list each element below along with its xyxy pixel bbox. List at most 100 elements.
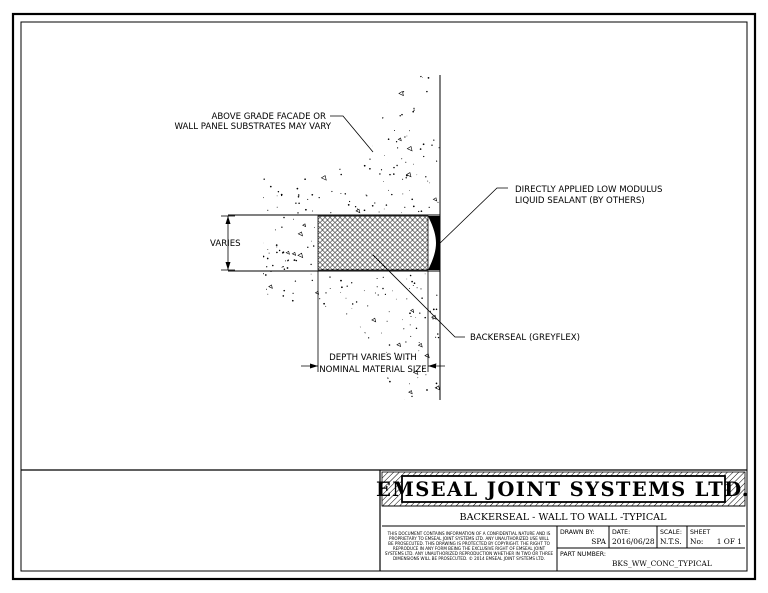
concrete-speckle xyxy=(423,155,425,158)
aggregate-mark xyxy=(297,252,304,259)
concrete-speckle xyxy=(425,176,427,178)
concrete-speckle xyxy=(401,212,402,214)
concrete-speckle xyxy=(293,159,296,162)
backerseal-foam xyxy=(317,215,429,271)
concrete-speckle xyxy=(289,101,291,103)
concrete-speckle xyxy=(312,210,313,212)
aggregate-mark xyxy=(275,378,280,383)
concrete-speckle xyxy=(371,204,374,207)
concrete-speckle xyxy=(396,164,398,167)
aggregate-mark xyxy=(434,385,440,391)
concrete-speckle xyxy=(421,297,423,299)
concrete-speckle xyxy=(402,178,404,180)
company-name: EMSEAL JOINT SYSTEMS LTD. xyxy=(376,478,750,501)
concrete-speckle xyxy=(276,246,278,248)
concrete-speckle xyxy=(325,388,327,390)
concrete-speckle xyxy=(422,401,424,403)
aggregate-mark xyxy=(267,133,273,139)
concrete-speckle xyxy=(432,308,435,311)
concrete-speckle xyxy=(372,381,374,383)
concrete-speckle xyxy=(409,324,411,326)
concrete-speckle xyxy=(304,178,306,181)
concrete-speckle xyxy=(263,349,264,350)
concrete-speckle xyxy=(409,130,410,132)
aggregate-mark xyxy=(275,89,281,95)
concrete-speckle xyxy=(393,173,395,175)
concrete-speckle xyxy=(310,273,312,275)
concrete-speckle xyxy=(273,339,276,341)
concrete-speckle xyxy=(410,335,412,337)
concrete-speckle xyxy=(419,312,421,314)
concrete-speckle xyxy=(376,286,378,288)
concrete-speckle xyxy=(382,276,384,278)
concrete-speckle xyxy=(331,127,333,129)
concrete-speckle xyxy=(275,87,277,90)
concrete-speckle xyxy=(356,208,358,210)
backerseal-callout: BACKERSEAL (GREYFLEX) xyxy=(470,333,580,343)
aggregate-mark xyxy=(320,175,327,181)
concrete-speckle xyxy=(436,294,438,296)
company-banner xyxy=(401,475,726,503)
concrete-speckle xyxy=(418,350,420,352)
concrete-speckle xyxy=(263,197,264,199)
concrete-speckle xyxy=(276,206,278,208)
concrete-speckle xyxy=(347,204,350,206)
concrete-speckle xyxy=(413,282,416,285)
concrete-speckle xyxy=(346,285,348,287)
concrete-speckle xyxy=(290,353,292,355)
concrete-speckle xyxy=(329,276,331,278)
concrete-speckle xyxy=(293,354,295,356)
aggregate-mark xyxy=(291,251,297,256)
concrete-speckle xyxy=(276,195,278,197)
concrete-speckle xyxy=(322,96,324,98)
drawn-by-label: DRAWN BY: xyxy=(560,529,594,536)
concrete-speckle xyxy=(281,334,283,337)
concrete-speckle xyxy=(325,292,327,294)
concrete-speckle xyxy=(340,173,342,176)
concrete-speckle xyxy=(268,252,270,254)
concrete-speckle xyxy=(314,226,316,228)
concrete-speckle xyxy=(422,143,425,146)
concrete-speckle xyxy=(374,202,376,204)
aggregate-mark xyxy=(288,87,295,93)
aggregate-mark xyxy=(424,353,430,359)
concrete-speckle xyxy=(330,212,332,214)
concrete-speckle xyxy=(285,260,286,262)
concrete-speckle xyxy=(376,380,379,383)
concrete-speckle xyxy=(429,182,431,184)
liquid-sealant xyxy=(428,216,440,270)
disclaimer-line: SYSTEMS LTD. ANY UNAUTHORIZED REPRODUCTI… xyxy=(385,551,554,556)
concrete-speckle xyxy=(266,266,268,268)
concrete-speckle xyxy=(303,337,305,339)
aggregate-mark xyxy=(412,369,419,375)
concrete-speckle xyxy=(377,294,379,296)
concrete-speckle xyxy=(367,305,369,307)
concrete-speckle xyxy=(269,323,271,325)
concrete-speckle xyxy=(337,377,339,379)
concrete-speckle xyxy=(336,383,338,385)
concrete-speckle xyxy=(437,333,439,335)
disclaimer-line: THIS DOCUMENT CONTAINS INFORMATION OF A … xyxy=(387,531,551,536)
concrete-speckle xyxy=(397,358,399,361)
concrete-speckle xyxy=(310,87,312,89)
concrete-speckle xyxy=(363,290,365,292)
concrete-speckle xyxy=(388,311,390,313)
concrete-speckle xyxy=(428,206,430,209)
concrete-speckle xyxy=(292,368,294,370)
concrete-speckle xyxy=(394,352,396,354)
concrete-speckle xyxy=(381,332,383,334)
concrete-speckle xyxy=(303,146,305,148)
concrete-speckle xyxy=(363,107,365,109)
concrete-speckle xyxy=(281,226,283,228)
concrete-speckle xyxy=(298,202,300,205)
aggregate-mark xyxy=(285,250,290,255)
concrete-speckle xyxy=(263,95,265,96)
concrete-speckle xyxy=(340,279,342,282)
concrete-speckle xyxy=(283,289,285,292)
concrete-speckle xyxy=(277,153,279,155)
concrete-speckle xyxy=(426,389,428,391)
concrete-speckle xyxy=(292,87,294,89)
sealant-callout-line-2: LIQUID SEALANT (BY OTHERS) xyxy=(515,196,645,206)
aggregate-mark xyxy=(290,82,296,88)
concrete-speckle xyxy=(338,76,340,78)
